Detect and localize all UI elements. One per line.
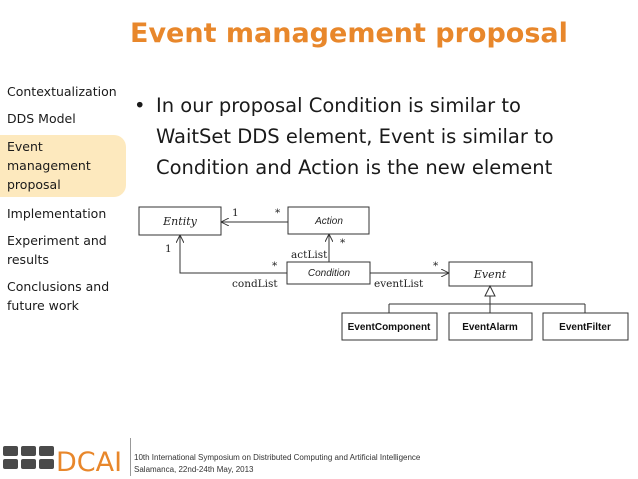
assoc-entity-condition — [180, 235, 287, 274]
bullet-line: WaitSet DDS element, Event is similar to — [156, 125, 554, 148]
class-eventfilter-box — [542, 312, 629, 341]
sidebar-item-conclusions-and-future-work[interactable]: Conclusions and future work — [0, 277, 126, 315]
class-eventfilter-label: EventFilter — [559, 322, 611, 333]
sidebar-item-implementation[interactable]: Implementation — [0, 204, 126, 223]
class-eventcomponent-box — [341, 312, 438, 341]
class-entity-box — [138, 206, 222, 236]
role-event-list: eventList — [374, 278, 424, 290]
class-condition-label: Condition — [308, 268, 351, 279]
sidebar-item-label: Event — [7, 139, 43, 154]
bullet-marker: • — [134, 94, 146, 117]
mult-condition-event-many: * — [433, 260, 439, 272]
logo-block-icon — [3, 446, 54, 469]
sidebar-item-label: Implementation — [7, 206, 107, 221]
slide-title: Event management proposal — [130, 18, 568, 49]
mult-entity-condition-many: * — [272, 260, 278, 272]
mult-entity-action-many: * — [275, 207, 281, 219]
footer-divider — [130, 438, 131, 476]
class-entity-label: Entity — [162, 215, 197, 228]
class-event-label: Event — [473, 268, 507, 281]
generalization-triangle — [484, 284, 496, 297]
role-act-list: actList — [291, 249, 328, 261]
class-eventalarm-label: EventAlarm — [462, 322, 518, 333]
role-cond-list: condList — [232, 278, 278, 290]
sidebar-item-contextualization[interactable]: Contextualization — [0, 82, 126, 101]
class-event-box — [448, 261, 533, 287]
sidebar-item-label: Conclusions and — [7, 279, 110, 294]
sidebar-item-label: results — [7, 252, 49, 267]
footer-location: Salamanca, 22nd-24th May, 2013 — [134, 465, 254, 474]
sidebar-item-label: future work — [7, 298, 79, 313]
sidebar-item-label: DDS Model — [7, 111, 76, 126]
footer-conference: 10th International Symposium on Distribu… — [134, 453, 421, 462]
bullet-line: Condition and Action is the new element — [156, 156, 553, 179]
mult-action-condition-many: * — [340, 237, 346, 249]
bullet-line: In our proposal Condition is similar to — [156, 94, 521, 117]
mult-entity-action-one: 1 — [232, 207, 239, 219]
sidebar-item-experiment-and-results[interactable]: Experiment and results — [0, 231, 126, 269]
bullet-point: • In our proposal Condition is similar t… — [134, 90, 634, 183]
sidebar-item-label: proposal — [7, 177, 61, 192]
sidebar-item-dds-model[interactable]: DDS Model — [0, 109, 126, 128]
sidebar-item-event-management-proposal[interactable]: Event management proposal — [0, 135, 126, 197]
dcai-logo: DCAI — [3, 446, 122, 478]
sidebar-item-label: Experiment and — [7, 233, 107, 248]
sidebar-item-label: Contextualization — [7, 84, 117, 99]
mult-entity-condition-one: 1 — [165, 243, 172, 255]
class-eventcomponent-label: EventComponent — [348, 322, 431, 333]
sidebar-item-label: management — [7, 158, 91, 173]
logo-text: DCAI — [56, 447, 122, 478]
class-action-label: Action — [314, 216, 343, 227]
